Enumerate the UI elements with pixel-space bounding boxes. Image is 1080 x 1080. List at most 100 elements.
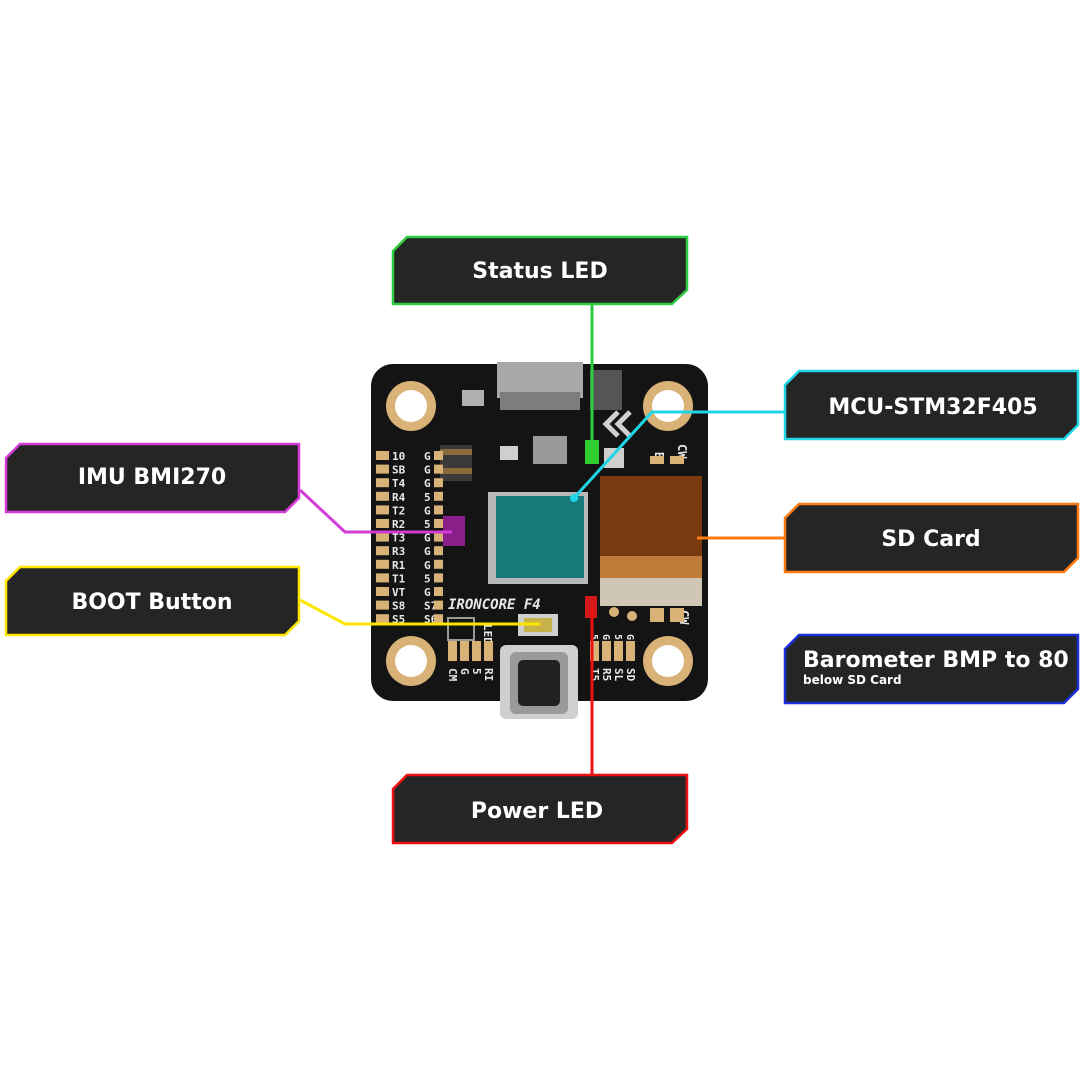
pad xyxy=(434,491,443,501)
pad xyxy=(376,505,389,515)
svg-text:CW: CW xyxy=(675,444,689,459)
pad-label: VT xyxy=(392,586,406,599)
pad xyxy=(434,451,443,460)
pad xyxy=(434,478,443,488)
pad-label: CM xyxy=(446,668,459,682)
pad-label: T5 xyxy=(588,668,601,681)
svg-text:MCU-STM32F405: MCU-STM32F405 xyxy=(828,395,1037,420)
pad xyxy=(448,641,457,661)
pad-label: 10 xyxy=(392,450,405,463)
callout-baro: Barometer BMP to 80 below SD Card xyxy=(783,633,1080,705)
pad xyxy=(434,505,443,515)
pad xyxy=(376,600,389,610)
pad xyxy=(472,641,481,661)
pad xyxy=(376,587,389,596)
pad xyxy=(434,614,443,624)
callout-sd-card: SD Card xyxy=(783,502,1080,574)
callout-imu: IMU BMI270 xyxy=(4,442,301,514)
pad-label: R2 xyxy=(392,518,405,531)
pad-label: SD xyxy=(624,668,637,682)
pad xyxy=(434,519,443,528)
pad-ground-label: G xyxy=(424,464,431,477)
pad-label: R4 xyxy=(392,491,406,504)
boot-line xyxy=(299,598,540,626)
pad xyxy=(434,532,443,542)
pad xyxy=(376,491,389,501)
imu-chip xyxy=(443,516,465,546)
pad-label: S8 xyxy=(392,600,405,613)
svg-text:B: B xyxy=(652,452,666,459)
pad xyxy=(602,641,611,661)
pad-label: G xyxy=(600,634,611,640)
imu-line xyxy=(298,488,452,534)
pad-label: 5 xyxy=(612,634,623,640)
status-led-component xyxy=(585,440,599,464)
svg-text:SD Card: SD Card xyxy=(881,527,980,552)
leader-lines xyxy=(298,305,785,775)
svg-text:Power LED: Power LED xyxy=(471,799,603,824)
pad xyxy=(434,600,443,610)
callout-mcu: MCU-STM32F405 xyxy=(783,369,1080,441)
board-brand: IRONCORE F4 xyxy=(448,597,541,613)
svg-text:Barometer BMP to 80: Barometer BMP to 80 xyxy=(803,648,1069,673)
callout-boot: BOOT Button xyxy=(4,565,301,637)
pad-ground-label: 5 xyxy=(424,518,431,531)
pad-label: R1 xyxy=(392,559,406,572)
pad xyxy=(434,573,443,583)
pad xyxy=(434,587,443,596)
pad xyxy=(614,641,623,661)
pad-label: T3 xyxy=(392,532,405,545)
svg-text:IMU BMI270: IMU BMI270 xyxy=(78,465,226,490)
pad xyxy=(376,451,389,460)
pad xyxy=(376,478,389,488)
usb-c-port xyxy=(500,645,578,719)
pad-ground-label: G xyxy=(424,450,431,463)
pad-ground-label: G xyxy=(424,559,431,572)
pad-ground-label: G xyxy=(424,532,431,545)
mcu-line xyxy=(572,410,785,500)
pad-ground-label: 5 xyxy=(424,572,431,585)
pad xyxy=(376,614,389,624)
pad-ground-label: G xyxy=(424,477,431,490)
top-connector xyxy=(497,362,622,410)
sd-card-slot xyxy=(600,476,702,606)
pad xyxy=(460,641,469,661)
pad-label: T1 xyxy=(392,572,406,585)
pad xyxy=(376,519,389,528)
svg-text:below SD Card: below SD Card xyxy=(803,673,902,687)
pad xyxy=(434,546,443,556)
pad-label: T2 xyxy=(392,504,405,517)
pad-label: R5 xyxy=(600,668,613,681)
mounting-holes xyxy=(386,381,693,686)
pad xyxy=(376,573,389,583)
pad-ground-label: G xyxy=(424,586,431,599)
mcu-chip xyxy=(488,492,588,584)
pad-ground-label: S7 xyxy=(424,600,437,613)
svg-text:BOOT Button: BOOT Button xyxy=(71,590,232,615)
pad-label: RI xyxy=(482,668,495,681)
pad xyxy=(376,532,389,542)
pad-label: SL xyxy=(612,668,625,682)
pad-ground-label: G xyxy=(424,504,431,517)
callout-power-led: Power LED xyxy=(391,773,689,845)
svg-text:LED: LED xyxy=(481,624,494,644)
pad-ground-label: 5 xyxy=(424,491,431,504)
pad-label: R3 xyxy=(392,545,405,558)
pad xyxy=(434,464,443,474)
chevron-logo-icon xyxy=(602,410,632,438)
pad-label: SB xyxy=(392,464,406,477)
pad xyxy=(376,546,389,556)
pad xyxy=(590,641,599,661)
pad xyxy=(626,641,635,661)
pad-label: T4 xyxy=(392,477,406,490)
pad-label: 5 xyxy=(470,668,483,675)
pad xyxy=(484,641,493,661)
pad-label: G xyxy=(458,668,471,675)
svg-text:Status LED: Status LED xyxy=(472,259,607,284)
pad xyxy=(376,559,389,569)
pad xyxy=(434,559,443,569)
pad-ground-label: G xyxy=(424,545,431,558)
